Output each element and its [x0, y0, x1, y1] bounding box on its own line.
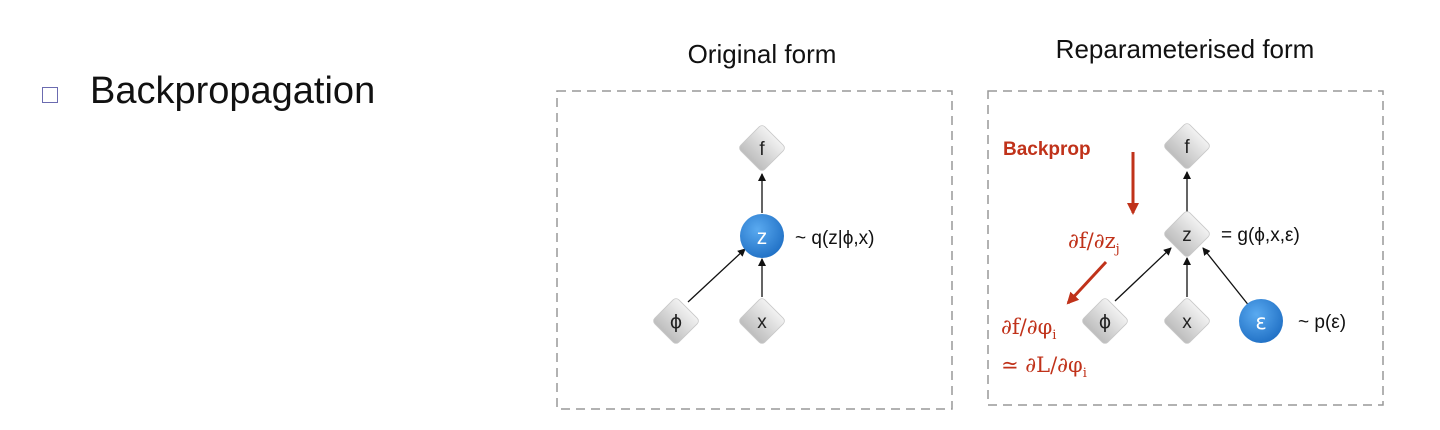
node-z: z [740, 214, 784, 258]
z-reparam-annotation: = g(ϕ,x,ε) [1221, 225, 1300, 246]
grad-phi-label: ∂f/∂φi [1001, 315, 1056, 343]
panel-original: Original form f z ~ q(z|ϕ,x) ϕ x [556, 39, 953, 410]
node-phi-label: ϕ [670, 311, 683, 333]
eps-annotation: ~ p(ε) [1298, 312, 1346, 333]
node-f: f [739, 125, 785, 171]
bullet-box [42, 87, 58, 103]
approx-label: ≃ ∂L/∂φi [1001, 353, 1087, 381]
node-x: x [739, 298, 785, 344]
panel-reparam-border [987, 90, 1384, 406]
node-z-label: z [757, 226, 768, 249]
node-x-label: x [757, 312, 767, 333]
panel-original-title: Original form [688, 39, 837, 69]
node-x-reparam: x [1164, 298, 1210, 344]
node-f-label: f [759, 139, 765, 160]
node-eps: ε [1239, 299, 1283, 343]
grad-phi-main: ∂f/∂φ [1001, 315, 1052, 339]
bullet-text: Backpropagation [90, 70, 376, 112]
panel-reparam-title: Reparameterised form [1056, 34, 1315, 64]
grad-z-main: ∂f/∂z [1068, 229, 1116, 253]
node-eps-label: ε [1255, 310, 1266, 334]
grad-phi-sub: i [1052, 328, 1056, 343]
node-z-reparam: z [1164, 211, 1210, 257]
node-f-reparam: f [1164, 123, 1210, 169]
z-annotation: ~ q(z|ϕ,x) [795, 228, 874, 249]
panel-reparam: Reparameterised form Backprop ∂f/∂zj ∂f/… [987, 34, 1384, 406]
node-phi-reparam: ϕ [1082, 298, 1128, 344]
node-z-reparam-label: z [1182, 225, 1192, 246]
backprop-arrow-diag [1066, 260, 1108, 305]
node-phi-reparam-label: ϕ [1099, 311, 1112, 333]
backprop-label: Backprop [1003, 139, 1091, 160]
edge-eps-to-z [1202, 247, 1251, 308]
grad-z-label: ∂f/∂zj [1068, 229, 1120, 257]
node-phi: ϕ [653, 298, 699, 344]
panel-original-border [556, 90, 953, 410]
approx-main: ≃ ∂L/∂φ [1001, 353, 1083, 377]
node-x-reparam-label: x [1182, 312, 1192, 333]
node-f-reparam-label: f [1184, 137, 1190, 158]
grad-z-sub: j [1114, 242, 1120, 257]
approx-sub: i [1083, 366, 1087, 381]
edge-phi-to-z [687, 248, 746, 303]
edge-phi-to-z-reparam [1114, 247, 1172, 302]
